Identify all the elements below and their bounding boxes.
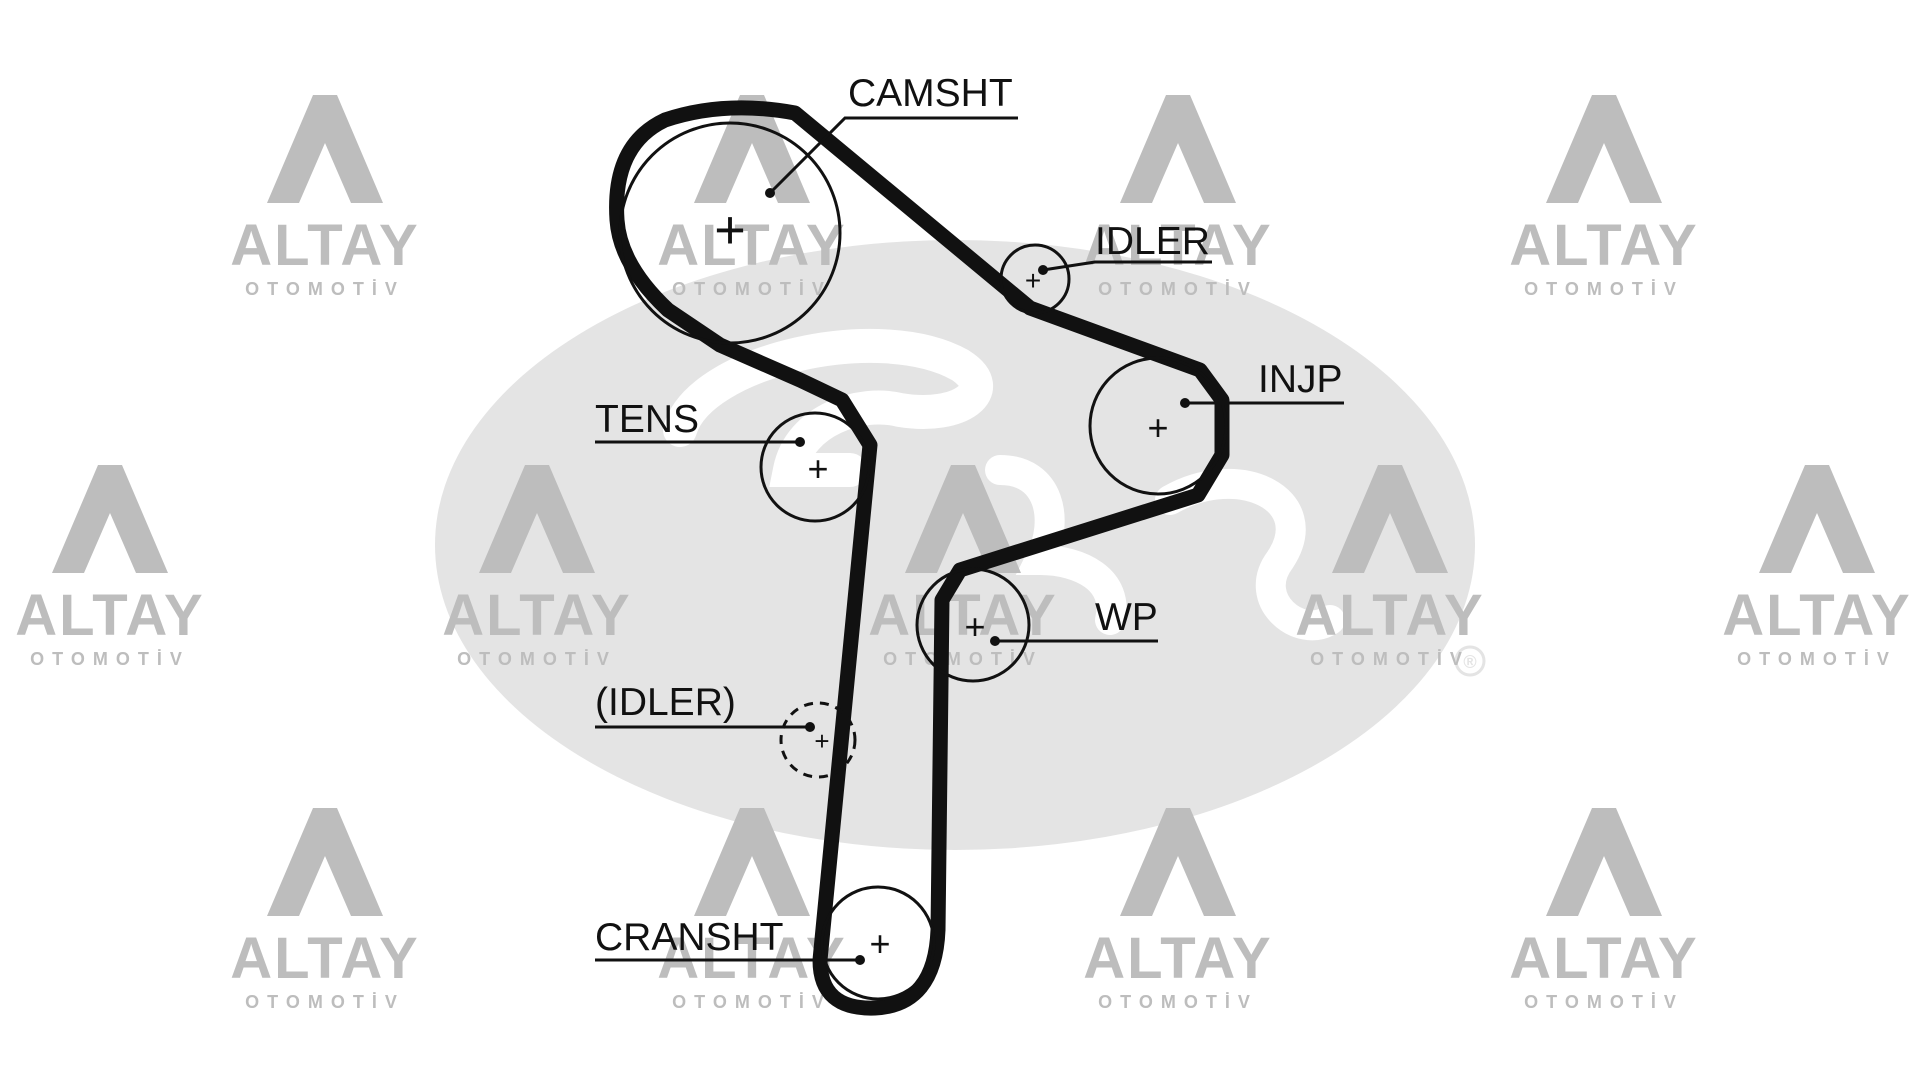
gates-logo-letter-e xyxy=(1155,469,1345,641)
altay-watermark-grid: ALTAYOTOMOTİVALTAYOTOMOTİVALTAYOTOMOTİVA… xyxy=(15,95,1911,1012)
altay-watermark-sub: OTOMOTİV xyxy=(1524,279,1684,299)
altay-watermark-sub: OTOMOTİV xyxy=(1524,992,1684,1012)
altay-watermark-brand: ALTAY xyxy=(230,926,419,991)
water-pump-leader-dot xyxy=(990,636,1000,646)
tensioner-label: TENS xyxy=(595,398,699,441)
altay-watermark-brand: ALTAY xyxy=(1295,583,1484,648)
altay-logo-icon xyxy=(1759,465,1875,573)
altay-watermark-sub: OTOMOTİV xyxy=(672,992,832,1012)
altay-watermark-sub: OTOMOTİV xyxy=(1098,992,1258,1012)
altay-logo-icon xyxy=(52,465,168,573)
camshaft-pulley: + xyxy=(618,121,842,345)
altay-watermark-brand: ALTAY xyxy=(657,213,846,278)
altay-watermark-sub: OTOMOTİV xyxy=(30,649,190,669)
idler-center-mark: + xyxy=(1025,265,1041,296)
altay-watermark-sub: OTOMOTİV xyxy=(245,992,405,1012)
camshaft-leader-dot xyxy=(765,188,775,198)
camshaft-center-mark: + xyxy=(714,200,746,260)
camshaft-label: CAMSHT xyxy=(848,72,1013,115)
altay-watermark-brand: ALTAY xyxy=(1083,213,1272,278)
altay-watermark-brand: ALTAY xyxy=(1509,926,1698,991)
injection-pump-pulley: + xyxy=(1088,356,1228,496)
gates-logo-letters xyxy=(985,455,1127,635)
altay-logo-icon xyxy=(1546,95,1662,203)
water-pump-label: WP xyxy=(1095,596,1158,639)
optional-idler-center-mark: + xyxy=(814,726,829,756)
registered-mark: ® xyxy=(1463,652,1476,672)
crankshaft-leader-dot xyxy=(855,955,865,965)
altay-logo-icon xyxy=(267,95,383,203)
gates-logo-ellipse xyxy=(435,240,1475,850)
injection-pump-leader-dot xyxy=(1180,398,1190,408)
tensioner-center-mark: + xyxy=(807,448,828,489)
altay-logo-icon xyxy=(694,808,810,916)
crankshaft-label: CRANSHT xyxy=(595,916,784,959)
injection-pump-center-mark: + xyxy=(1147,407,1168,448)
altay-watermark-brand: ALTAY xyxy=(15,583,204,648)
altay-watermark-sub: OTOMOTİV xyxy=(883,649,1043,669)
altay-logo-icon xyxy=(1120,808,1236,916)
optional-idler-label: (IDLER) xyxy=(595,681,736,724)
altay-logo-icon xyxy=(479,465,595,573)
altay-watermark-brand: ALTAY xyxy=(230,213,419,278)
optional-idler-leader-dot xyxy=(805,722,815,732)
idler-leader-dot xyxy=(1038,265,1048,275)
altay-logo-icon xyxy=(267,808,383,916)
water-pump-center-mark: + xyxy=(964,606,985,647)
altay-watermark-sub: OTOMOTİV xyxy=(245,279,405,299)
timing-belt xyxy=(609,100,1230,1016)
tensioner-leader-dot xyxy=(795,437,805,447)
idler-pulley: + xyxy=(999,243,1071,315)
altay-watermark-sub: OTOMOTİV xyxy=(672,279,832,299)
altay-watermark-brand: ALTAY xyxy=(1509,213,1698,278)
altay-watermark-brand: ALTAY xyxy=(442,583,631,648)
crankshaft-pulley: + xyxy=(820,885,936,1001)
altay-watermark-brand: ALTAY xyxy=(1083,926,1272,991)
leader-lines xyxy=(595,116,1344,962)
altay-watermark-sub: OTOMOTİV xyxy=(457,649,617,669)
idler-leader-line xyxy=(1042,260,1212,272)
optional-idler-pulley: + xyxy=(779,701,857,779)
injection-pump-label: INJP xyxy=(1258,358,1343,401)
altay-watermark-sub: OTOMOTİV xyxy=(1098,279,1258,299)
leader-dots xyxy=(765,188,1190,965)
altay-logo-icon xyxy=(1120,95,1236,203)
altay-logo-icon xyxy=(694,95,810,203)
altay-watermark-brand: ALTAY xyxy=(1722,583,1911,648)
camshaft-leader-line xyxy=(768,116,1018,195)
water-pump-pulley: + xyxy=(915,567,1031,683)
altay-watermark-brand: ALTAY xyxy=(868,583,1057,648)
altay-watermark-sub: OTOMOTİV xyxy=(1310,649,1470,669)
crankshaft-center-mark: + xyxy=(869,923,890,964)
altay-logo-icon xyxy=(1332,465,1448,573)
idler-label: IDLER xyxy=(1095,220,1210,263)
altay-logo-icon xyxy=(905,465,1021,573)
gates-background-logo: ® xyxy=(435,240,1486,850)
registered-mark-circle xyxy=(1454,645,1486,677)
tensioner-pulley: + xyxy=(759,411,871,523)
altay-watermark-sub: OTOMOTİV xyxy=(1737,649,1897,669)
altay-logo-icon xyxy=(1546,808,1662,916)
